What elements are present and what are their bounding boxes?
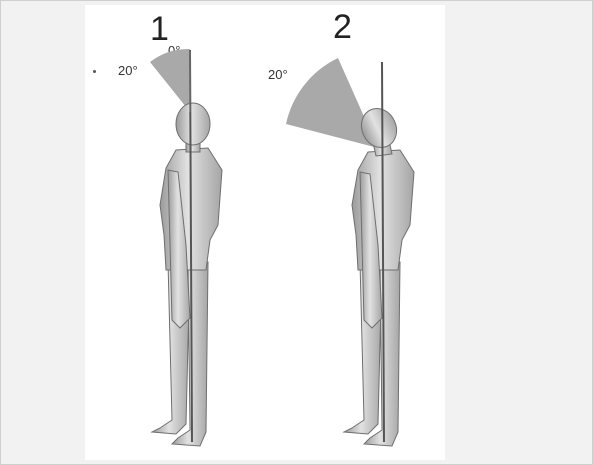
figure-1-upright xyxy=(150,49,222,446)
figure-2-flexed xyxy=(286,58,414,446)
angle-sector-1 xyxy=(150,49,190,112)
